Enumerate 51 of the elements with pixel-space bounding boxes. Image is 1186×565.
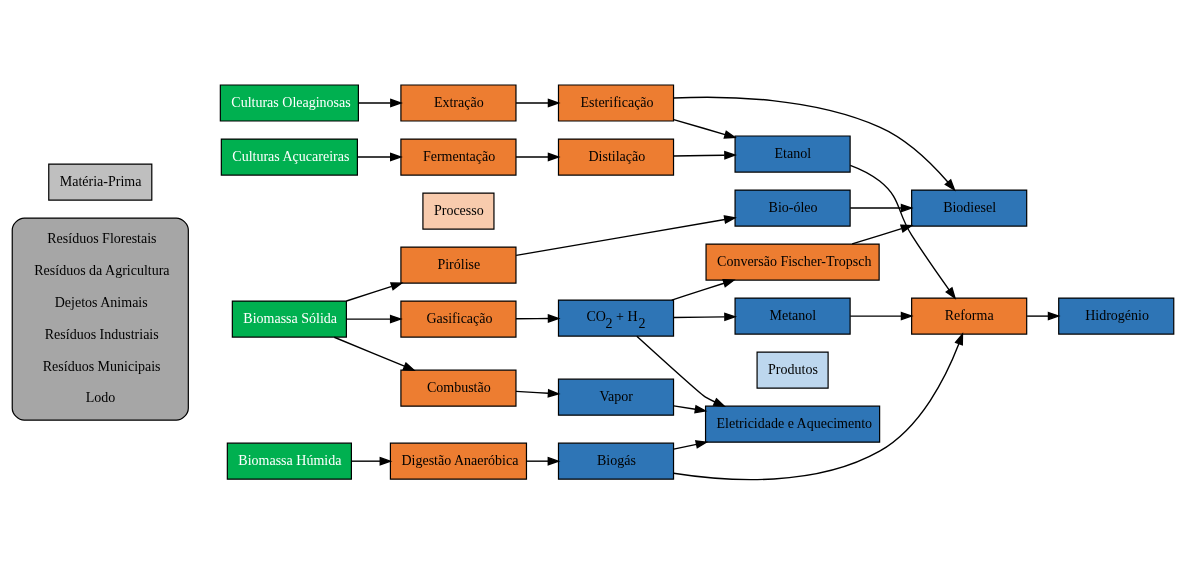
arrow: [526, 456, 561, 466]
node-box: Fermentação: [400, 138, 517, 176]
node-box: Biomassa Húmida: [226, 442, 352, 480]
arrow: [515, 152, 561, 162]
node-box: Reforma: [911, 297, 1028, 335]
node-box: Produtos: [756, 351, 829, 389]
arrow: [345, 314, 403, 324]
node-box: Resíduos Florestais Resíduos da Agricultura Dejetos Animais Resíduos Industriais Resíduos Municipais Lodo: [11, 217, 189, 421]
node-box: Extração: [400, 84, 517, 122]
node-box: Pirólise: [400, 246, 517, 284]
node-box: Metanol: [734, 297, 851, 335]
arrow: [673, 150, 737, 160]
arrow: [849, 203, 914, 213]
node-box: Culturas Açucareiras: [220, 138, 358, 176]
node-box: Vapor: [557, 378, 675, 416]
node-box: Eletricidade e Aquecimento: [704, 405, 881, 443]
node-box: Hidrogénio: [1058, 297, 1175, 335]
arrow: [849, 311, 914, 321]
node-box: Matéria-Prima: [48, 163, 153, 201]
node-box: Culturas Oleaginosas: [219, 84, 359, 122]
arrow: [358, 98, 403, 108]
node-box: Combustão: [400, 369, 517, 407]
arrow: [515, 314, 561, 324]
node-box: Gasificação: [400, 300, 517, 338]
node-box: Processo: [422, 192, 495, 230]
arrow: [673, 118, 737, 139]
arrow: [515, 388, 561, 398]
arrow: [515, 98, 561, 108]
node-box: Biomassa Sólida: [231, 300, 347, 338]
node-box: Bio-óleo: [734, 189, 851, 227]
arrow: [350, 456, 393, 466]
arrow: [849, 164, 957, 300]
arrow: [673, 440, 709, 450]
arrow: [673, 312, 737, 322]
node-box: Distilação: [557, 138, 675, 176]
arrow: [515, 215, 737, 257]
arrow: [333, 336, 416, 371]
arrow: [671, 279, 736, 301]
arrow: [1026, 311, 1061, 321]
node-box: Etanol: [734, 135, 851, 173]
arrow: [636, 335, 727, 407]
arrow: [673, 404, 708, 414]
node-box: Biodiesel: [911, 189, 1028, 227]
node-box: Esterificação: [557, 84, 675, 122]
arrow: [345, 282, 404, 302]
arrow: [672, 332, 964, 481]
node-box: Biogás: [557, 442, 675, 480]
node-box: Conversão Fischer-Tropsch: [705, 243, 880, 281]
arrow: [672, 96, 956, 192]
arrow: [357, 152, 403, 162]
node-box: Digestão Anaeróbica: [389, 442, 528, 480]
